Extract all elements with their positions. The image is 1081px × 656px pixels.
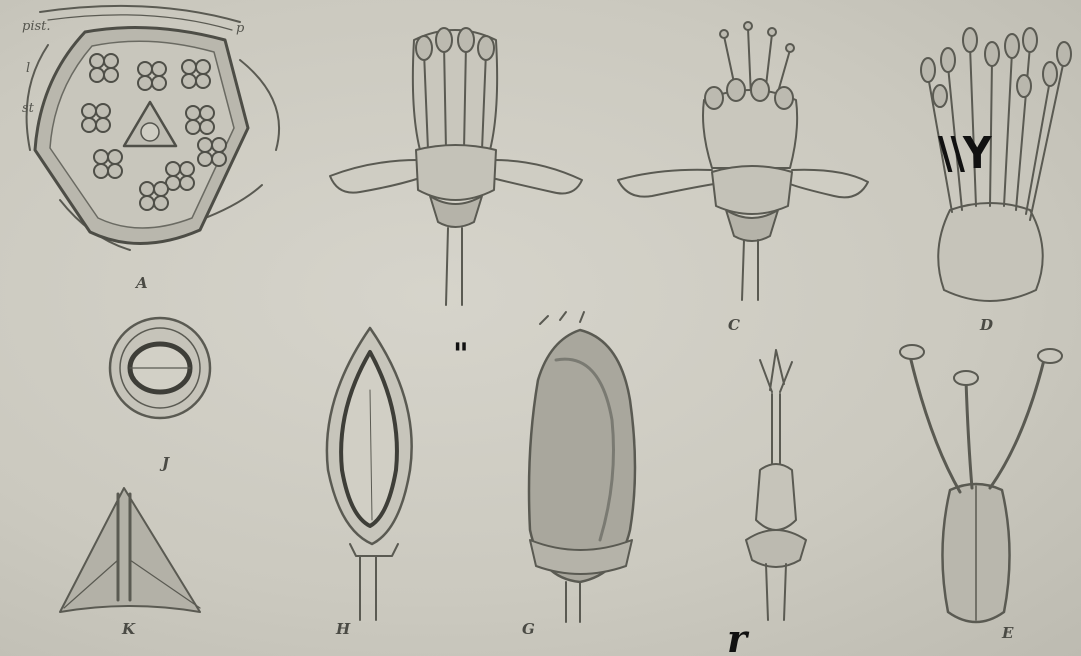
overlay-mark-y: \\Y <box>938 132 990 176</box>
annotation-l: l <box>26 62 30 75</box>
figure-a-floral-diagram <box>27 6 279 250</box>
figure-e-ovary <box>900 345 1062 622</box>
figure-b-flower <box>330 28 582 305</box>
figure-h-fruit-section <box>327 328 412 620</box>
overlay-mark-quote: " <box>453 340 469 370</box>
annotation-p: p <box>236 22 244 35</box>
label-c: C <box>728 318 740 333</box>
annotation-pist: pist. <box>22 20 51 33</box>
figure-g-fruit <box>529 312 635 622</box>
figure-f-pistil <box>746 350 806 620</box>
overlay-mark-r: r <box>727 620 747 656</box>
label-a: A <box>136 276 148 291</box>
figure-k-seed <box>60 488 200 612</box>
label-d: D <box>980 318 993 333</box>
annotation-st: st <box>22 102 34 115</box>
label-j: J <box>162 456 169 471</box>
label-e: E <box>1002 626 1013 641</box>
label-h: H <box>336 622 350 637</box>
label-g: G <box>522 622 535 637</box>
label-k: K <box>122 622 135 637</box>
figure-c-flower <box>618 22 868 300</box>
figure-j-seed-section <box>110 318 210 418</box>
